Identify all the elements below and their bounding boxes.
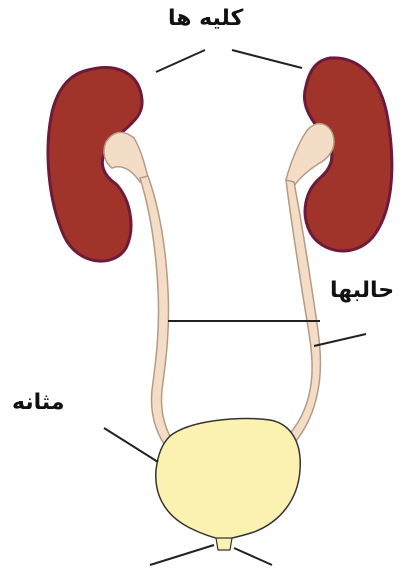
pointer-urethra-right: [234, 548, 272, 565]
urethra: [216, 538, 232, 550]
pointer-ureter-right: [314, 334, 366, 346]
pointer-kidney-right: [232, 50, 302, 68]
pointer-bladder: [104, 428, 158, 462]
pointer-urethra-left: [150, 545, 214, 565]
bladder: [156, 419, 300, 540]
label-kidneys: کلیه ها: [168, 6, 243, 31]
left-ureter: [140, 176, 172, 444]
left-renal-pelvis: [104, 132, 148, 182]
label-bladder: مثانه: [12, 390, 64, 415]
pointer-kidney-left: [156, 50, 205, 72]
label-ureters: حالبها: [330, 278, 394, 303]
